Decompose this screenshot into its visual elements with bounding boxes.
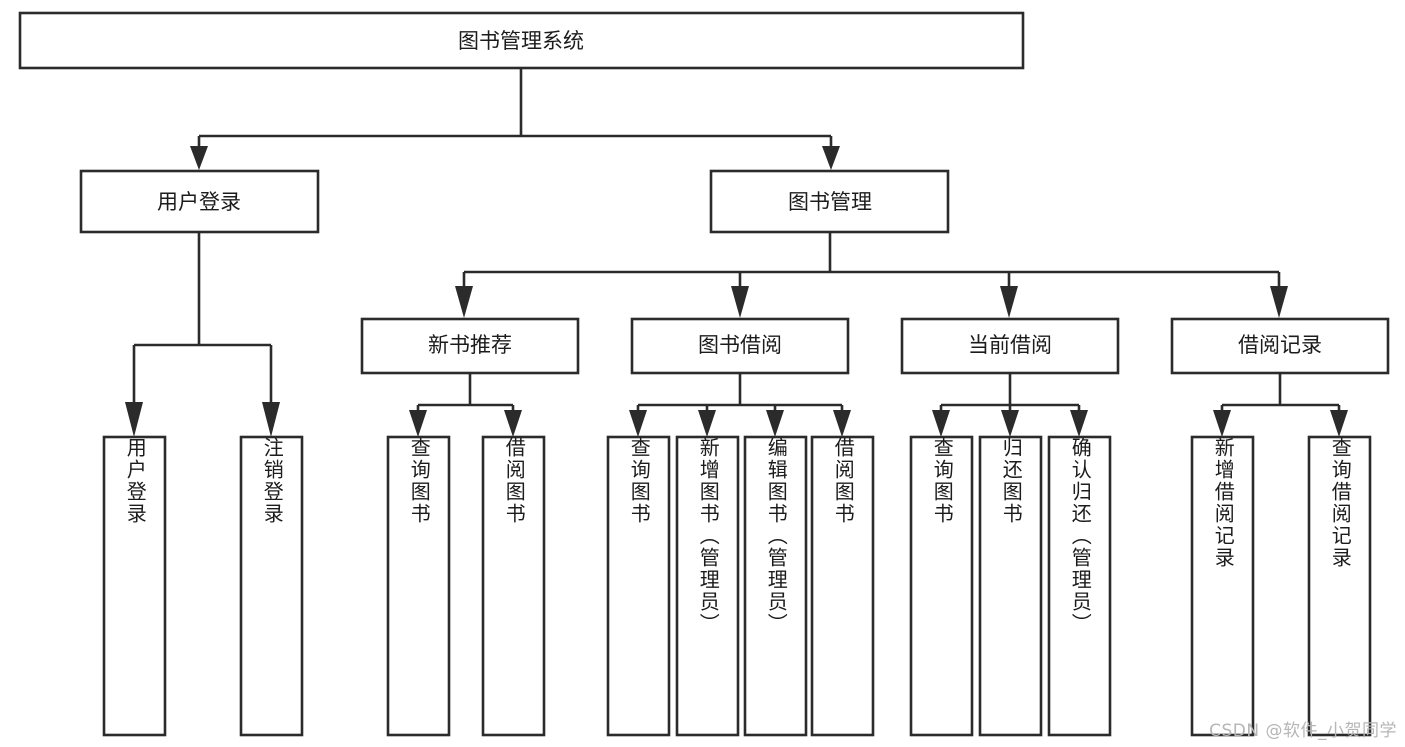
arrow-bb-1	[629, 410, 647, 437]
borrow-record-box	[1170, 317, 1390, 375]
leaf-box-bb-edit	[743, 435, 808, 737]
book-borrow-box	[630, 317, 850, 375]
connector-borrow-record-to-leaves	[1213, 373, 1348, 437]
new-book-label: 新书推荐	[428, 333, 512, 357]
root-label: 图书管理系统	[458, 29, 584, 53]
node-current-borrow: 当前借阅	[900, 317, 1120, 375]
arrow-nb-2	[504, 410, 522, 437]
connector-user-login-to-leaves	[125, 232, 280, 437]
leaf-box-br-add	[1190, 435, 1255, 737]
arrow-cb-1	[932, 410, 950, 437]
book-borrow-label: 图书借阅	[698, 333, 782, 357]
user-login-label: 用户登录	[157, 190, 241, 214]
arrow-new-book	[455, 286, 473, 318]
arrow-bb-3	[766, 410, 784, 437]
current-borrow-box	[900, 317, 1120, 375]
arrow-book-borrow	[731, 286, 749, 318]
arrow-borrow-record	[1270, 286, 1288, 318]
leaf-box-nb-query	[386, 435, 451, 737]
node-book-borrow: 图书借阅	[630, 317, 850, 375]
root-box	[18, 11, 1025, 70]
node-root: 图书管理系统	[18, 11, 1025, 70]
arrow-cb-2	[1001, 410, 1019, 437]
leaf-box-user-login	[102, 435, 167, 737]
arrow-leaf-user-login	[125, 402, 143, 437]
leaf-box-bb-query	[606, 435, 671, 737]
leaf-box-cb-confirm	[1047, 435, 1112, 737]
arrow-current-borrow	[1000, 286, 1018, 318]
arrow-br-1	[1213, 410, 1231, 437]
leaf-box-br-query	[1307, 435, 1372, 737]
node-borrow-record: 借阅记录	[1170, 317, 1390, 375]
leaf-box-nb-borrow	[481, 435, 546, 737]
arrow-user-login	[190, 146, 208, 170]
arrow-book-manage	[822, 146, 840, 170]
arrow-br-2	[1330, 410, 1348, 437]
node-book-manage: 图书管理	[709, 169, 950, 234]
arrow-cb-3	[1070, 410, 1088, 437]
csdn-watermark: CSDN @软件_小贺同学	[1209, 721, 1397, 741]
connector-new-book-to-leaves	[409, 373, 522, 437]
leaf-box-cb-query	[909, 435, 974, 737]
leaf-box-cb-return	[978, 435, 1043, 737]
new-book-box	[360, 317, 580, 375]
arrow-leaf-logout	[262, 402, 280, 437]
connector-book-borrow-to-leaves	[629, 373, 851, 437]
leaf-box-bb-add	[675, 435, 740, 737]
book-manage-label: 图书管理	[788, 190, 872, 214]
connector-book-manage-to-level3	[455, 232, 1288, 318]
connector-root-to-level2	[190, 68, 840, 170]
arrow-bb-2	[698, 410, 716, 437]
current-borrow-label: 当前借阅	[968, 333, 1052, 357]
connector-current-borrow-to-leaves	[932, 373, 1088, 437]
node-new-book: 新书推荐	[360, 317, 580, 375]
node-user-login: 用户登录	[79, 169, 320, 234]
leaf-box-logout	[239, 435, 304, 737]
leaf-box-bb-borrow	[810, 435, 875, 737]
book-manage-box	[709, 169, 950, 234]
arrow-bb-4	[833, 410, 851, 437]
arrow-nb-1	[409, 410, 427, 437]
borrow-record-label: 借阅记录	[1238, 333, 1322, 357]
